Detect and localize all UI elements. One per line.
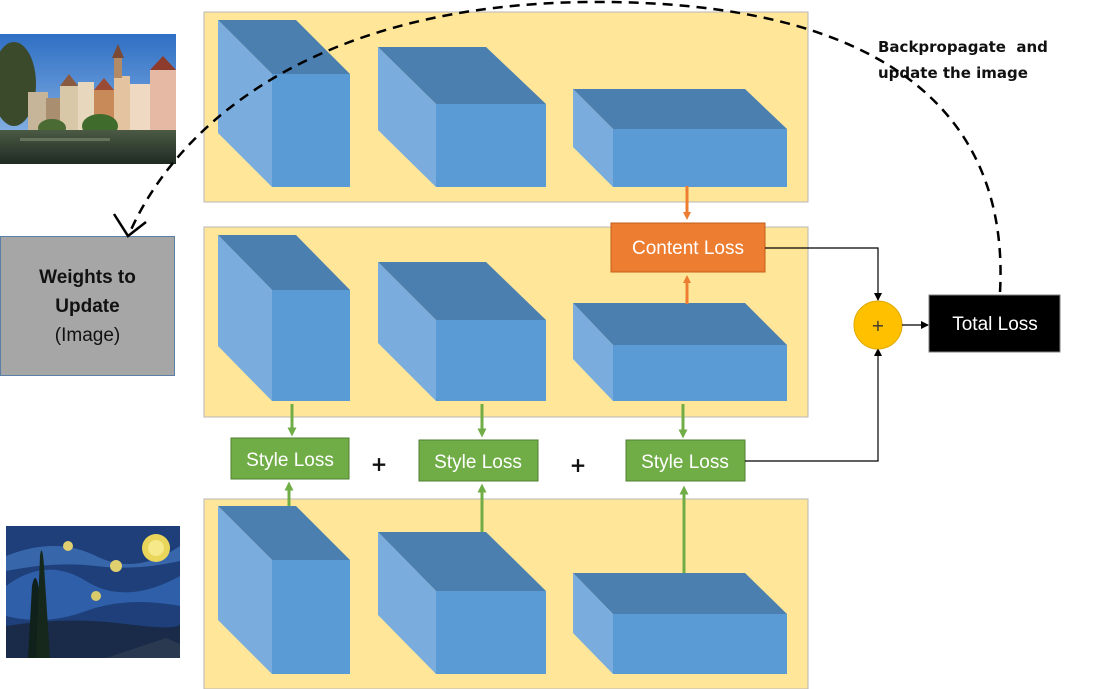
style-image [6, 526, 180, 658]
content-loss-box [610, 222, 766, 273]
top-layer-block-1 [218, 20, 350, 187]
style-loss-label-2: Style Loss [434, 452, 522, 473]
style-loss-box-1 [230, 437, 350, 480]
top-layer-block-3 [573, 89, 787, 187]
content-loss-label: Content Loss [632, 238, 744, 259]
bottom-layer-block-3 [573, 573, 787, 674]
weights-title-line1: Weights to [39, 266, 136, 288]
weights-title-line2: Update [55, 295, 120, 317]
backprop-note-line2: update the image [878, 64, 1028, 82]
total-loss-label: Total Loss [952, 314, 1038, 335]
style-to-sum-connector [745, 348, 882, 462]
weights-subtitle: (Image) [54, 324, 121, 346]
plus-sign-1: + [371, 452, 388, 476]
top-layer-block-2 [378, 47, 546, 187]
backprop-note-line1: Backpropagate and [878, 38, 1048, 56]
style-loss-label-3: Style Loss [641, 452, 729, 473]
style-loss-box-3 [625, 439, 746, 482]
content-to-sum-connector [765, 247, 882, 301]
middle-layer-block-2 [378, 262, 546, 401]
backprop-arrowhead [112, 213, 147, 238]
middle-layer-block-1 [218, 235, 350, 401]
backprop-note: Backpropagate and update the image [878, 34, 1078, 86]
style-loss-label-1: Style Loss [246, 450, 334, 471]
content-image [0, 34, 176, 164]
plus-sign-2: + [570, 453, 587, 477]
middle-layer-block-3 [573, 303, 787, 401]
bottom-layer-block-2 [378, 532, 546, 674]
weights-to-update-box: Weights to Update (Image) [0, 236, 175, 376]
total-loss-box [928, 294, 1061, 353]
sum-symbol: + [871, 316, 884, 335]
style-loss-box-2 [418, 439, 539, 482]
bottom-layer-block-1 [218, 506, 350, 674]
